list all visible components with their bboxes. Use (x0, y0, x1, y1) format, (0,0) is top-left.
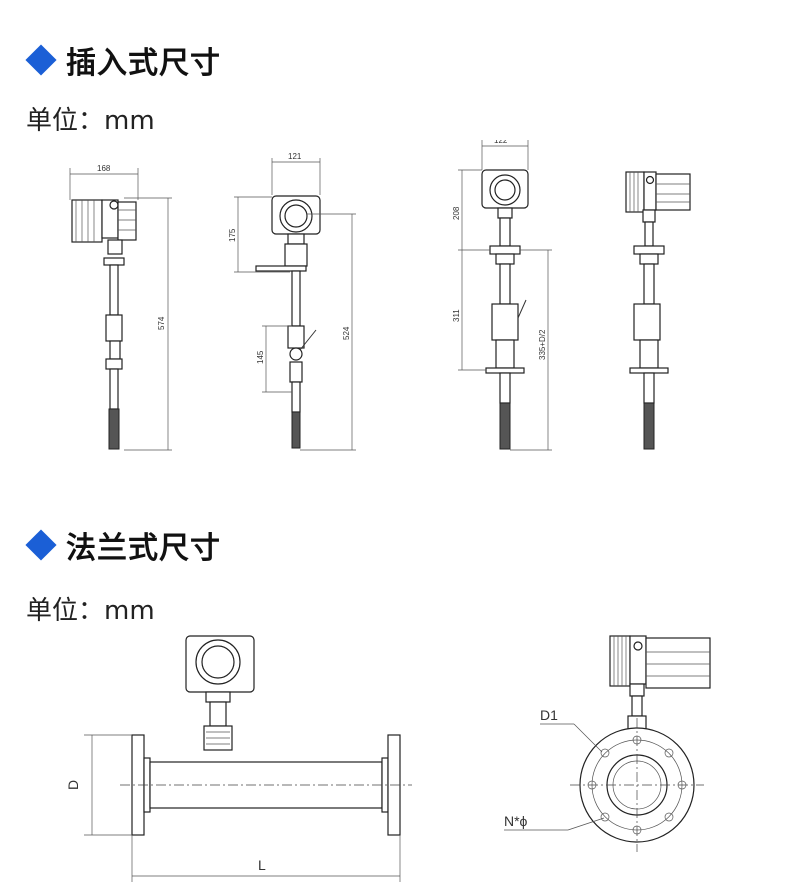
flange-drawings: D L (65, 635, 711, 882)
insertion-drawing-front-2: 122 208 311 335+D/2 (452, 140, 552, 451)
insertion-drawing-side-1: 168 574 (69, 164, 172, 451)
dim-121: 121 (288, 152, 302, 161)
insertion-drawing-front-1: 121 175 145 524 (228, 152, 356, 451)
dim-208: 208 (452, 206, 461, 220)
dim-168: 168 (97, 164, 111, 173)
dim-335: 335+D/2 (538, 329, 547, 360)
diamond-icon (25, 529, 57, 561)
dim-145: 145 (256, 350, 265, 364)
insertion-drawings: 168 574 121 (69, 140, 691, 451)
dim-574: 574 (157, 316, 166, 330)
section-insertion-unit: 单位：mm (26, 106, 155, 136)
section-insertion-header: 插入式尺寸 (24, 40, 221, 81)
flange-drawing-side: D L (65, 635, 412, 882)
dim-l: L (258, 857, 266, 873)
dim-nphi: N*ϕ (504, 813, 528, 829)
insertion-drawing-side-2 (625, 171, 691, 450)
dim-d1: D1 (540, 707, 558, 723)
flange-drawing-end: D1 N*ϕ (504, 635, 711, 852)
section-flange-title: 法兰式尺寸 (66, 531, 221, 566)
dim-311: 311 (452, 309, 461, 322)
dim-175: 175 (228, 228, 237, 242)
section-flange-unit: 单位：mm (26, 596, 155, 626)
dim-d: D (65, 780, 81, 790)
section-insertion-title: 插入式尺寸 (66, 46, 221, 81)
section-flange-header: 法兰式尺寸 (24, 525, 221, 566)
dim-524: 524 (342, 326, 351, 340)
dim-122: 122 (494, 140, 508, 145)
diamond-icon (25, 44, 57, 76)
